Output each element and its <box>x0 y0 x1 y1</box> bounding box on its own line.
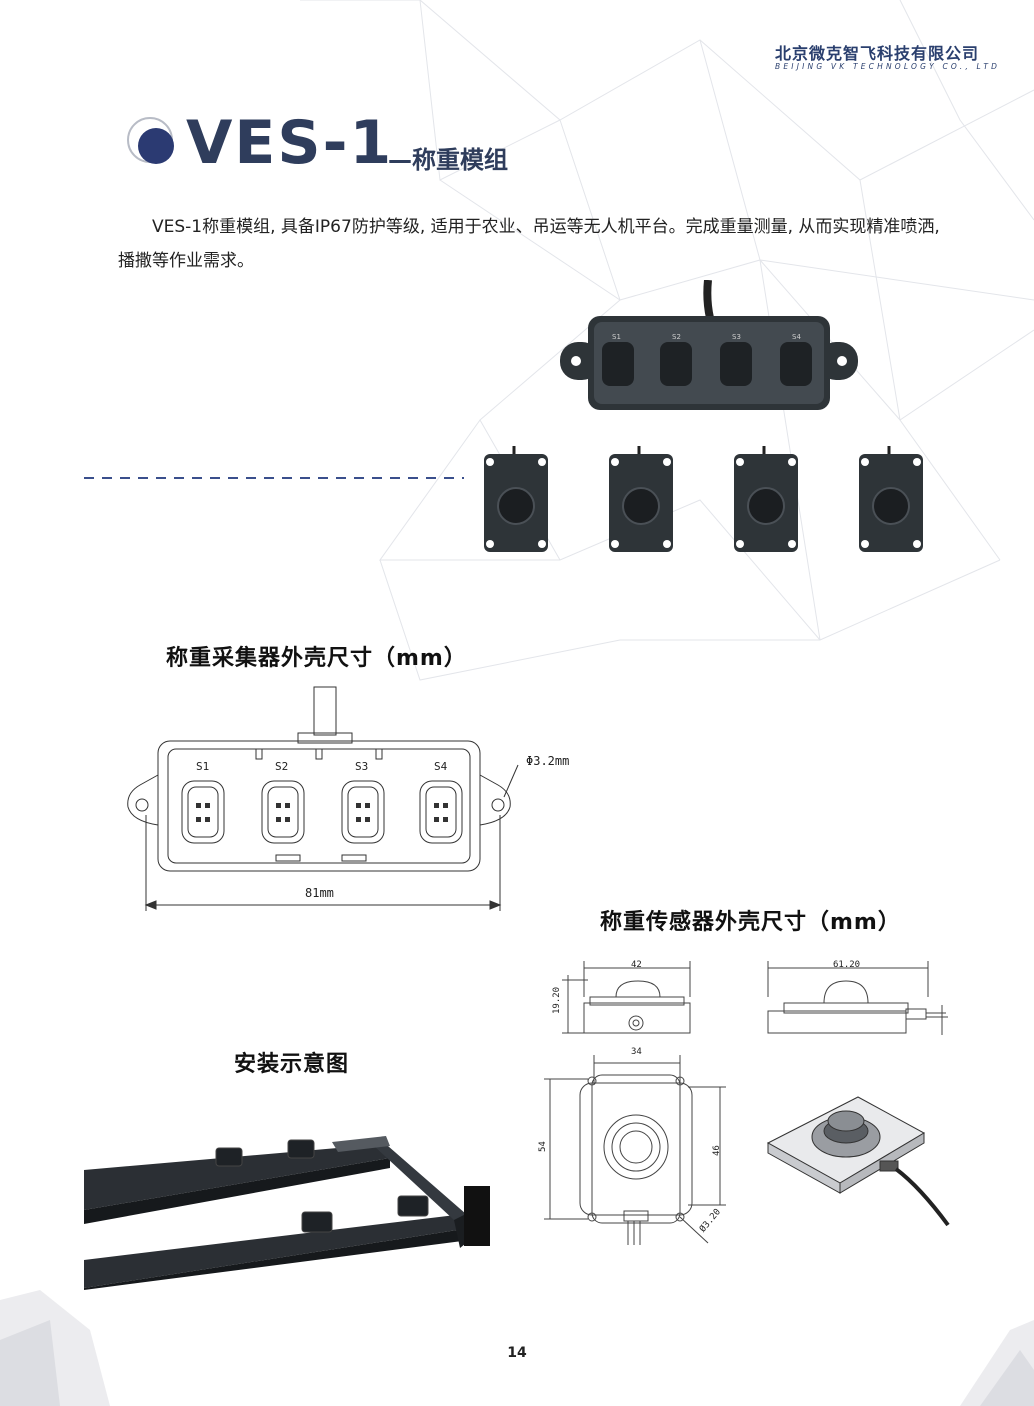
collector-product-photo <box>560 280 858 410</box>
sensor-front-width-label: 42 <box>631 960 642 970</box>
collector-dimension-drawing <box>127 686 519 911</box>
drawing-port-label-s3: S3 <box>355 760 369 773</box>
sensor-photo-3 <box>732 444 800 554</box>
photo-port-label-s1: S1 <box>612 333 621 341</box>
company-name-cn: 北京微克智飞科技有限公司 <box>775 44 980 63</box>
drawing-port-label-s4: S4 <box>434 760 448 773</box>
dashed-divider <box>84 477 464 479</box>
sensor-top-outer-height-label: 54 <box>538 1141 548 1152</box>
install-diagram-image <box>84 1136 490 1290</box>
photo-port-label-s3: S3 <box>732 333 741 341</box>
title-logo-icon <box>127 117 174 164</box>
intro-paragraph: VES-1称重模组, 具备IP67防护等级, 适用于农业、吊运等无人机平台。完成… <box>118 217 940 271</box>
sensor-side-width-label: 61.20 <box>833 960 861 970</box>
drawing-port-label-s1: S1 <box>196 760 210 773</box>
sensor-top-inner-height-label: 46 <box>712 1145 722 1156</box>
photo-port-label-s4: S4 <box>792 333 801 341</box>
sensor-photo-2 <box>607 444 675 554</box>
company-name-en: BEIJING VK TECHNOLOGY CO., LTD <box>775 62 1001 71</box>
drawing-port-label-s2: S2 <box>275 760 289 773</box>
collector-width-label: 81mm <box>305 886 334 900</box>
sensor-front-height-label: 19.20 <box>552 986 562 1014</box>
install-diagram-title: 安装示意图 <box>234 1052 350 1077</box>
collector-dimension-title: 称重采集器外壳尺寸（mm） <box>166 646 467 671</box>
sensor-top-inner-width-label: 34 <box>631 1047 642 1057</box>
page-subtitle: —称重模组 <box>388 146 508 174</box>
page-title: VES-1 <box>186 108 394 178</box>
photo-port-label-s2: S2 <box>672 333 681 341</box>
sensor-product-photos <box>482 444 925 554</box>
sensor-dimension-title: 称重传感器外壳尺寸（mm） <box>600 910 901 935</box>
hole-diameter-label: Φ3.2mm <box>526 754 570 768</box>
sensor-dimension-drawing <box>544 961 950 1245</box>
sensor-photo-4 <box>857 444 925 554</box>
page-number: 14 <box>507 1345 527 1361</box>
sensor-photo-1 <box>482 444 550 554</box>
